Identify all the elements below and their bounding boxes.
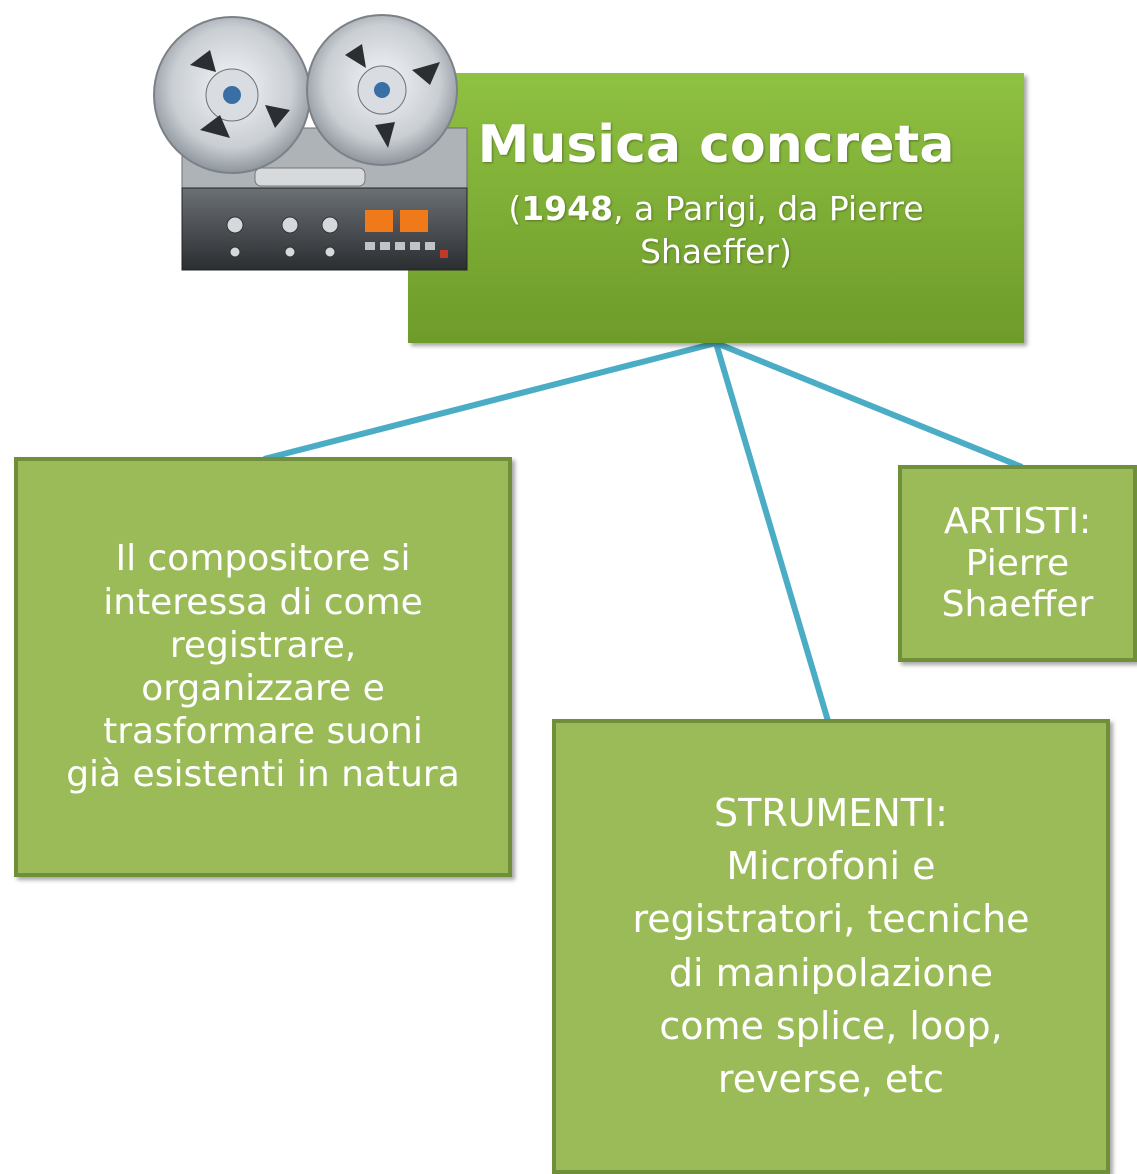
subtitle-rest: , a Parigi, da Pierre Shaeffer) <box>613 189 924 272</box>
main-subtitle: (1948, a Parigi, da Pierre Shaeffer) <box>408 188 1024 274</box>
main-node: Musica concreta (1948, a Parigi, da Pier… <box>408 73 1024 343</box>
main-title: Musica concreta <box>477 115 955 175</box>
connector-to-left <box>263 340 717 462</box>
node-artists-text: ARTISTI: Pierre Shaeffer <box>941 501 1094 626</box>
node-instruments: STRUMENTI: Microfoni e registratori, tec… <box>552 719 1110 1174</box>
node-instruments-text: STRUMENTI: Microfoni e registratori, tec… <box>632 790 1030 1101</box>
subtitle-year: 1948 <box>521 189 614 229</box>
node-description: Il compositore si interessa di come regi… <box>14 457 512 877</box>
right-reel <box>306 14 458 166</box>
node-description-text: Il compositore si interessa di come regi… <box>66 538 460 796</box>
connector-to-bottom <box>713 342 831 722</box>
connector-to-right <box>714 340 1024 470</box>
node-artists: ARTISTI: Pierre Shaeffer <box>898 465 1137 662</box>
left-reel <box>153 16 311 174</box>
subtitle-open: ( <box>508 189 522 229</box>
tape-recorder-image <box>153 14 468 271</box>
